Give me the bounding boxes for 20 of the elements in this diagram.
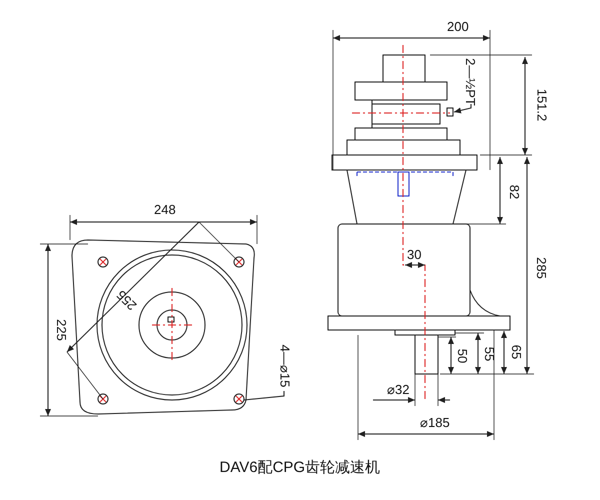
dimension-value: 50: [455, 348, 470, 364]
leader-line: [454, 104, 472, 114]
dimension-value: 151.2: [534, 88, 548, 122]
dimension-value: 65: [509, 344, 524, 360]
bolt-hole: [234, 394, 244, 404]
caption: DAV6配CPG齿轮减速机: [220, 461, 380, 475]
callout-text: 2—½PT: [462, 58, 477, 106]
dimension-value: 55: [482, 346, 496, 362]
dimension-value: 30: [407, 248, 422, 262]
pipe-port: [446, 108, 454, 116]
dimension-value: 255: [114, 287, 140, 313]
dimension-value: 285: [534, 257, 548, 279]
dimension-value: 200: [447, 20, 469, 34]
dimension-value: ⌀32: [387, 383, 410, 397]
dimension-value: 82: [507, 184, 522, 200]
dimension-value: ⌀185: [420, 416, 450, 430]
callout-text: 4—⌀15: [276, 344, 291, 388]
leader-line: [244, 390, 284, 400]
dimension-value: 248: [154, 203, 176, 217]
dimension-value: 225: [54, 319, 68, 341]
